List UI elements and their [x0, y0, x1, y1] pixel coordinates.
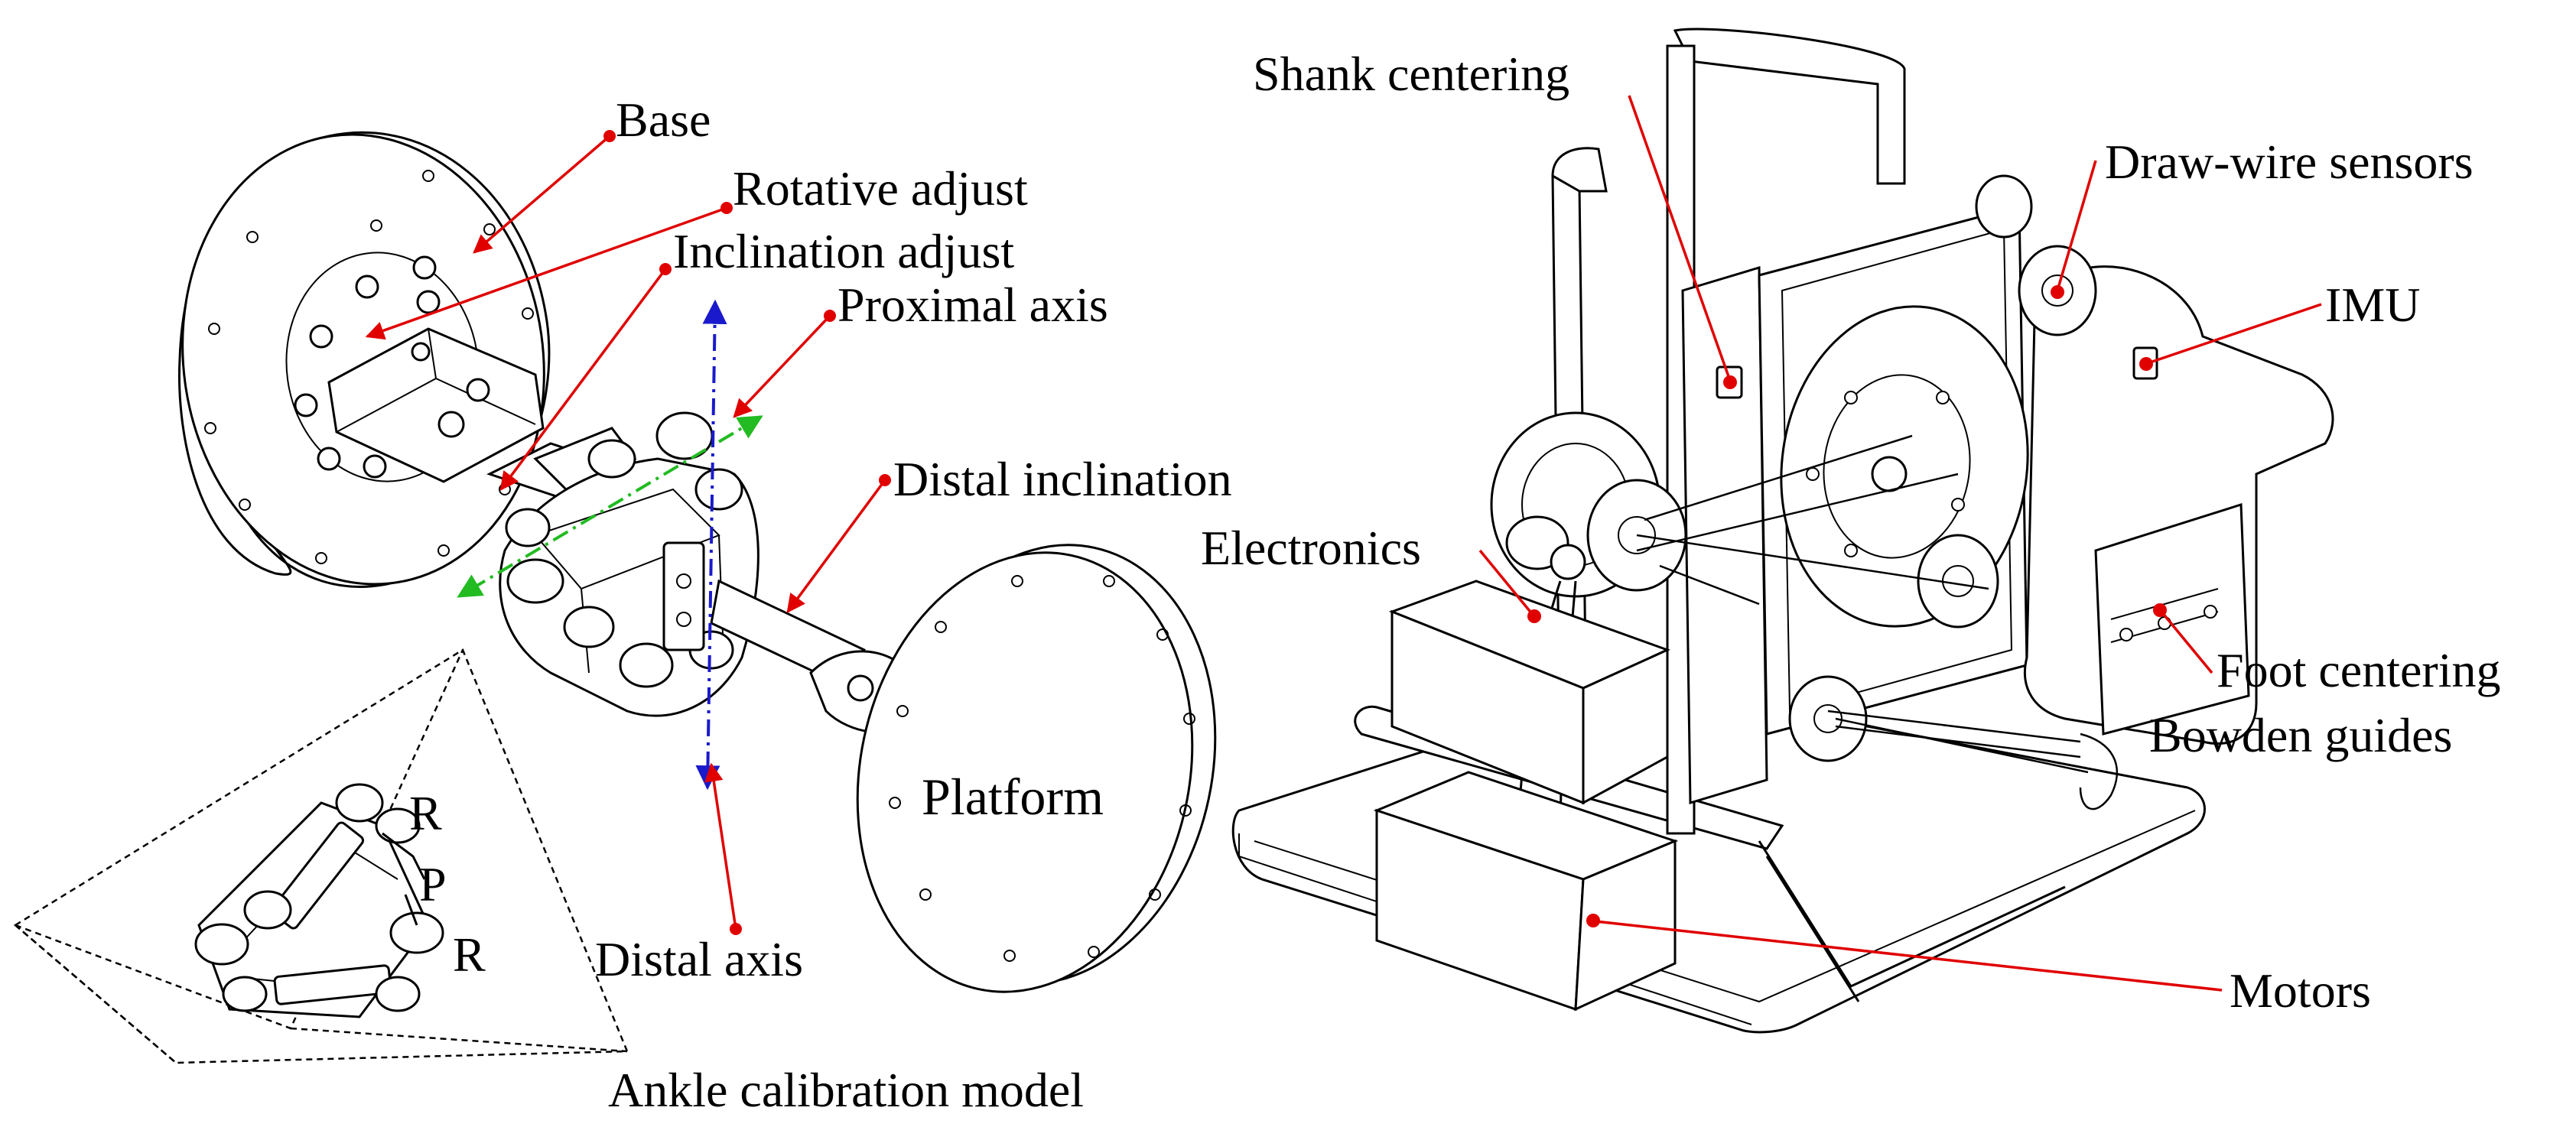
label-proximal-axis: Proximal axis	[838, 278, 1108, 332]
label-motors: Motors	[2230, 963, 2371, 1018]
ankle-calibration-drawing	[178, 131, 1217, 993]
label-shank-centering: Shank centering	[1253, 47, 1569, 101]
inset-caption: Ankle calibration model	[608, 1063, 1084, 1117]
proximal-axis-line	[457, 415, 763, 598]
foot-plate	[2023, 265, 2334, 745]
test-bench-drawing	[1231, 28, 2334, 1034]
label-joint-r-bottom: R	[453, 927, 486, 982]
label-inclination-adjust: Inclination adjust	[673, 224, 1014, 278]
label-electronics: Electronics	[1201, 521, 1421, 575]
label-joint-r-top: R	[409, 786, 442, 840]
label-bowden-guides: Bowden guides	[2149, 708, 2452, 762]
inset-kinematic-model	[13, 648, 629, 1064]
distal-axis-line	[695, 299, 727, 791]
label-base: Base	[616, 93, 711, 147]
left-labels: Base Rotative adjust Inclination adjust …	[365, 93, 1232, 1117]
label-foot-centering: Foot centering	[2217, 643, 2500, 697]
platform-disc	[856, 544, 1217, 993]
label-platform: Platform	[922, 768, 1104, 826]
bowden-cables	[1636, 434, 2119, 810]
motor-boxes	[1373, 580, 1679, 1012]
right-labels: Shank centering Draw-wire sensors IMU El…	[1201, 47, 2500, 1018]
label-imu: IMU	[2325, 278, 2420, 332]
label-joint-p: P	[419, 857, 447, 911]
label-rotative-adjust: Rotative adjust	[733, 161, 1028, 216]
electronics-housing	[1490, 411, 1687, 842]
label-distal-inclination: Distal inclination	[893, 452, 1232, 506]
label-distal-axis: Distal axis	[595, 932, 803, 986]
label-draw-wire-sensors: Draw-wire sensors	[2105, 135, 2474, 189]
